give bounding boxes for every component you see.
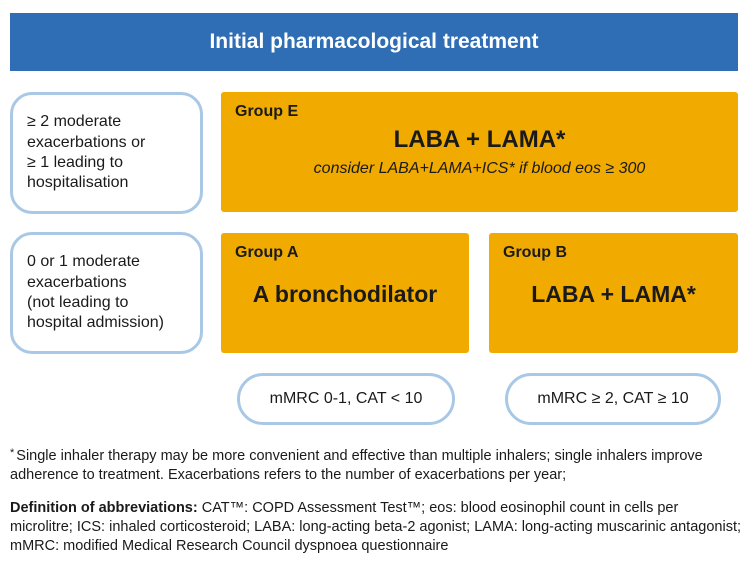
group-e-box: Group E LABA + LAMA* consider LABA+LAMA+… [221, 92, 738, 212]
symptom-pill-low-text: mMRC 0-1, CAT < 10 [269, 390, 423, 407]
group-a-treatment: A bronchodilator [252, 281, 438, 307]
diagram-title-banner: Initial pharmacological treatment [10, 13, 738, 71]
symptom-pill-high: mMRC ≥ 2, CAT ≥ 10 [505, 373, 721, 425]
group-a-label: Group A [235, 244, 299, 261]
criteria-text-low-exacerbations: 0 or 1 moderate exacerbations (not leadi… [27, 253, 164, 332]
group-b-treatment: LABA + LAMA* [531, 281, 696, 307]
definitions-label: Definition of abbreviations: [10, 500, 198, 516]
group-e-label: Group E [235, 103, 299, 120]
abbreviation-definitions: Definition of abbreviations: CAT™: COPD … [10, 499, 742, 556]
definitions-text: CAT™: COPD Assessment Test™; eos: blood … [10, 500, 741, 554]
criteria-box-low-exacerbations: 0 or 1 moderate exacerbations (not leadi… [10, 232, 203, 354]
diagram-title: Initial pharmacological treatment [209, 30, 539, 53]
group-b-box: Group B LABA + LAMA* [489, 233, 738, 353]
group-b-label: Group B [503, 244, 567, 261]
symptom-pill-high-text: mMRC ≥ 2, CAT ≥ 10 [537, 390, 689, 407]
group-a-box: Group A A bronchodilator [221, 233, 469, 353]
group-e-treatment: LABA + LAMA* [393, 126, 566, 153]
group-e-consideration: consider LABA+LAMA+ICS* if blood eos ≥ 3… [313, 160, 646, 177]
criteria-text-high-exacerbations: ≥ 2 moderate exacerbations or ≥ 1 leadin… [27, 113, 146, 192]
footnote: *Single inhaler therapy may be more conv… [10, 446, 742, 485]
footnote-marker: * [10, 447, 15, 459]
symptom-pill-low: mMRC 0-1, CAT < 10 [237, 373, 455, 425]
criteria-box-high-exacerbations: ≥ 2 moderate exacerbations or ≥ 1 leadin… [10, 92, 203, 214]
footnote-text: Single inhaler therapy may be more conve… [10, 448, 703, 483]
